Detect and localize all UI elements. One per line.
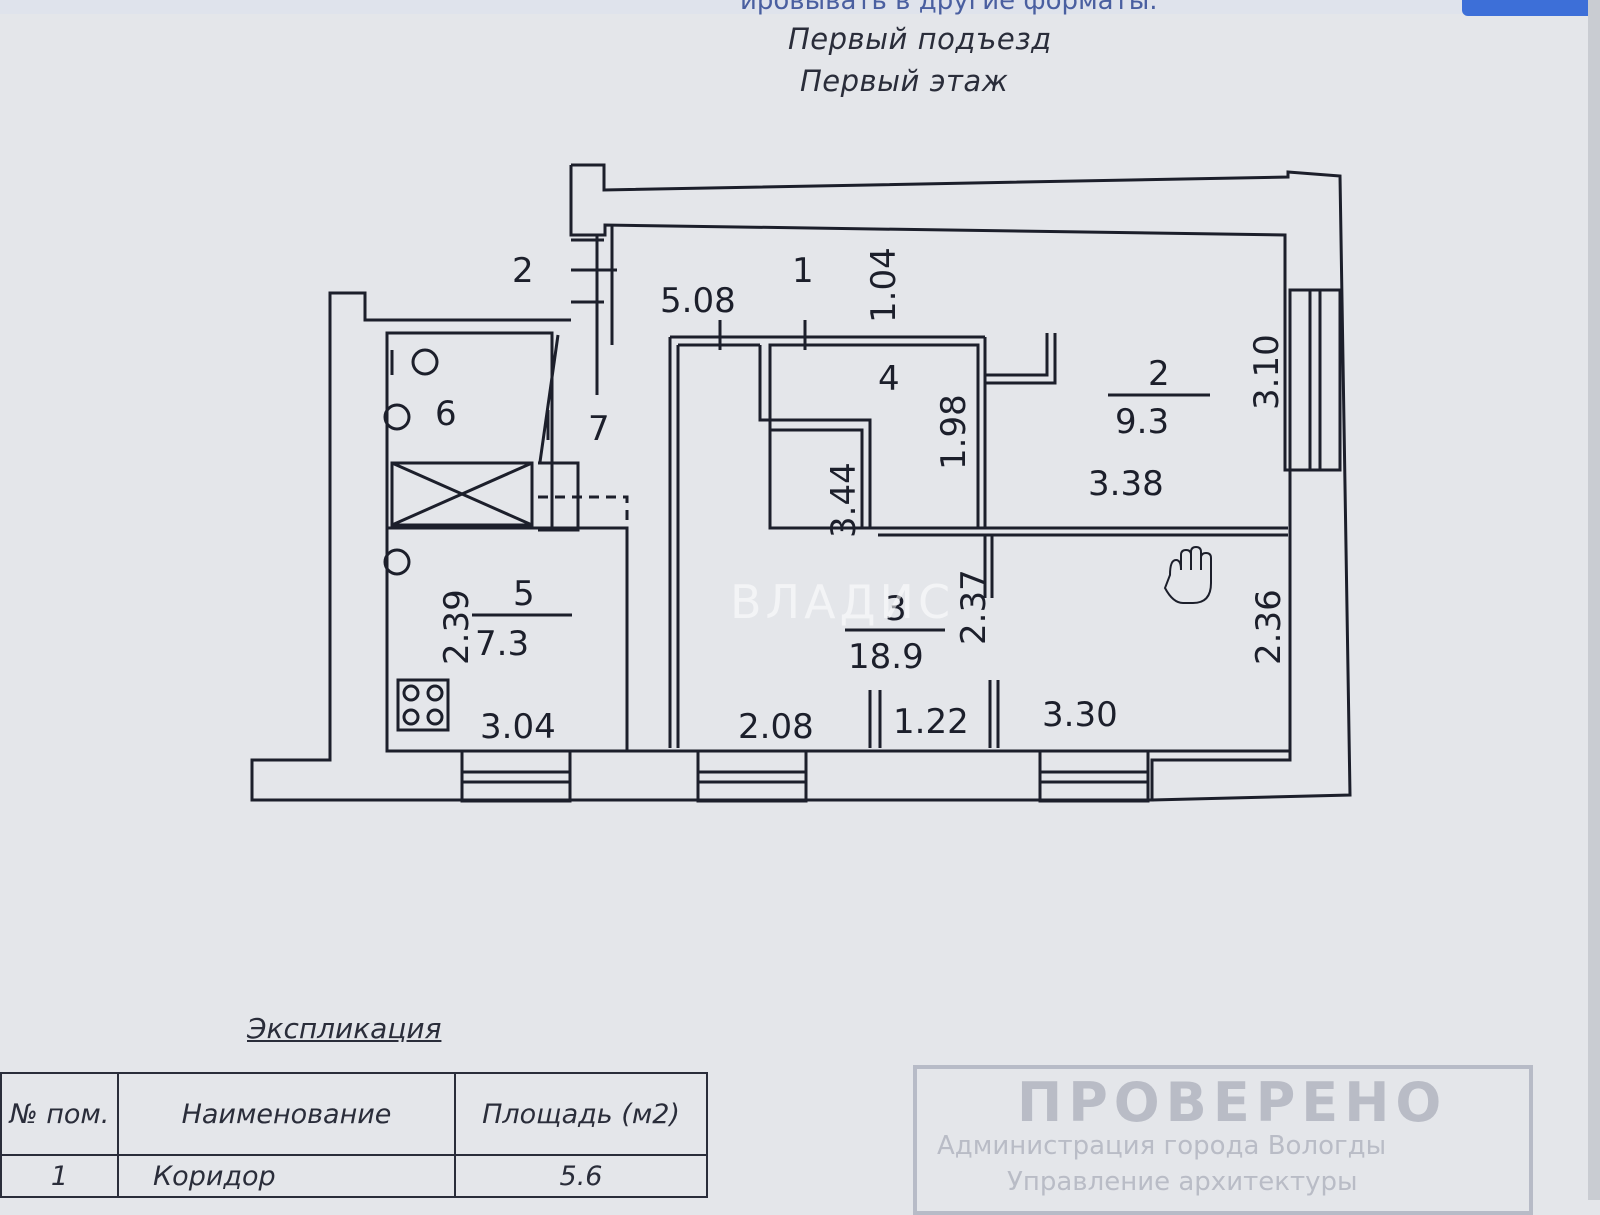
stove-burner (402, 708, 420, 726)
dimension-label: 2.39 (437, 589, 477, 665)
column-header-name: Наименование (117, 1072, 456, 1156)
room-number-4: 4 (878, 359, 900, 399)
stove-burner (426, 708, 444, 726)
room-number-1: 1 (792, 251, 814, 291)
outer-wall-top (571, 163, 1352, 802)
door-line (538, 334, 560, 463)
table-row: 1 Коридор 5.6 (0, 1154, 708, 1198)
window (696, 749, 808, 803)
bath-cross (391, 461, 533, 527)
stamp-title: ПРОВЕРЕНО (1017, 1071, 1448, 1134)
dimension-label: 1.04 (864, 247, 904, 323)
dimension-label: 2.37 (954, 569, 994, 645)
row-name: Коридор (117, 1154, 456, 1198)
toilet-fixture (411, 348, 439, 376)
dimension-label: 2.08 (738, 707, 814, 747)
entrance-caption: Первый подъезд (788, 22, 1052, 56)
approval-stamp: ПРОВЕРЕНО Администрация города Вологды У… (913, 1065, 1533, 1215)
dimension-label: 3.10 (1247, 334, 1287, 410)
row-number: 1 (0, 1154, 119, 1198)
column-header-area: Площадь (м2) (454, 1072, 708, 1156)
row-area: 5.6 (454, 1154, 708, 1198)
sink-fixture (383, 403, 411, 431)
toolbar-caption: ировывать в другие форматы. (740, 0, 1158, 16)
stove-burner (426, 684, 444, 702)
stove-fixture (396, 678, 450, 732)
window (1038, 749, 1150, 803)
plan-labels: 1 2 9.3 3 18.9 4 5 7.3 6 7 2 5.08 1.04 3… (435, 247, 1289, 747)
outside-label: 2 (512, 251, 534, 291)
window (1288, 288, 1342, 472)
room-number-6: 6 (435, 394, 457, 434)
room-area-3: 18.9 (848, 637, 924, 677)
room-3-l-wall (758, 345, 872, 528)
stamp-line-2: Управление архитектуры (1007, 1167, 1358, 1197)
floor-caption: Первый этаж (800, 64, 1009, 98)
table-header-row: № пом. Наименование Площадь (м2) (0, 1072, 708, 1156)
column-header-number: № пом. (0, 1072, 119, 1156)
viewer-toolbar: ировывать в другие форматы. (0, 0, 1600, 16)
room-area-5: 7.3 (475, 624, 529, 664)
room-area-2: 9.3 (1115, 402, 1169, 442)
stamp-line-1: Администрация города Вологды (937, 1131, 1387, 1161)
room-number-3: 3 (885, 589, 907, 629)
bath-tub (390, 461, 534, 527)
watermark: ВЛАДИС (730, 575, 954, 629)
room-2-stub (985, 333, 1049, 377)
room-number-7: 7 (588, 409, 610, 449)
dimension-label: 3.44 (824, 462, 864, 538)
dimension-label: 3.04 (480, 707, 556, 747)
dimension-label: 1.98 (934, 394, 974, 470)
kitchen-sink-fixture (383, 548, 411, 576)
dimension-label: 3.30 (1042, 695, 1118, 735)
dimension-label: 5.08 (660, 281, 736, 321)
screen-bezel (1588, 0, 1600, 1200)
explication-table: № пом. Наименование Площадь (м2) 1 Корид… (0, 1072, 708, 1198)
dimension-label: 1.22 (893, 702, 969, 742)
room-4-wall (768, 343, 980, 530)
dimension-label: 2.36 (1249, 589, 1289, 665)
window (460, 749, 572, 803)
toolbar-button[interactable] (1462, 0, 1600, 16)
walls (250, 163, 1352, 803)
room-number-2: 2 (1148, 354, 1170, 394)
room-2-stub-inner (985, 333, 1057, 385)
outer-wall (250, 165, 1292, 802)
stove-burner (402, 684, 420, 702)
explication-title: Экспликация (247, 1012, 442, 1045)
room-number-5: 5 (513, 574, 535, 614)
dimension-label: 3.38 (1088, 464, 1164, 504)
dashed-kitchen-edge (538, 495, 629, 751)
hand-cursor-icon (1163, 545, 1212, 604)
